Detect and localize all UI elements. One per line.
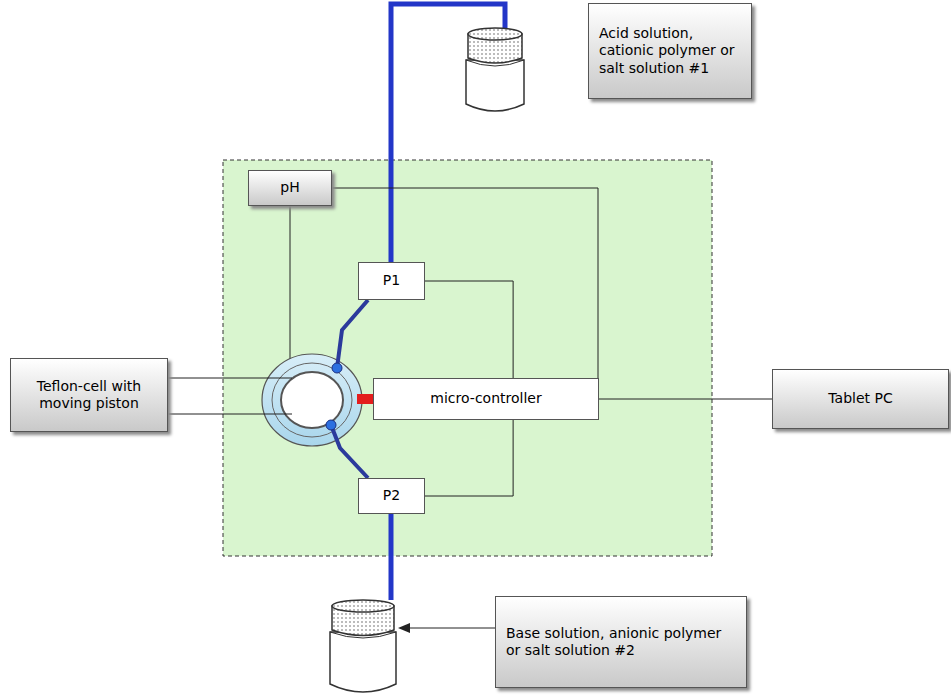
box-text: Base solution, anionic polymer or salt s… bbox=[506, 625, 736, 660]
leader-arrowhead bbox=[398, 623, 410, 633]
label-box: Base solution, anionic polymer or salt s… bbox=[495, 596, 747, 688]
inlet-dot bbox=[332, 363, 342, 373]
label-box: Teflon-cell with moving piston bbox=[10, 358, 168, 432]
box-text: micro-controller bbox=[430, 390, 541, 408]
tube-base bbox=[389, 512, 394, 600]
signal-wire bbox=[425, 420, 513, 496]
device-region bbox=[223, 160, 712, 556]
box-text: Tablet PC bbox=[783, 390, 938, 408]
sensor-box: pH bbox=[248, 170, 332, 206]
computer-box: Tablet PC bbox=[772, 369, 949, 429]
label-box: Acid solution, cationic polymer or salt … bbox=[588, 3, 752, 99]
teflon-cell bbox=[262, 354, 362, 446]
controller-box: micro-controller bbox=[373, 378, 599, 420]
pump-box: P1 bbox=[358, 262, 425, 300]
box-text: P2 bbox=[383, 487, 400, 505]
box-text: Teflon-cell with moving piston bbox=[21, 378, 157, 413]
leader-arrow bbox=[408, 628, 495, 629]
base-bottle bbox=[330, 600, 396, 692]
box-text: pH bbox=[259, 179, 321, 197]
ph-wire bbox=[290, 206, 291, 372]
piston-actuator bbox=[357, 394, 373, 404]
box-text: Acid solution, cationic polymer or salt … bbox=[599, 25, 741, 78]
acid-bottle bbox=[466, 28, 524, 111]
signal-wire bbox=[332, 188, 598, 378]
tube-p1-cell bbox=[337, 300, 368, 368]
box-text: P1 bbox=[383, 272, 400, 290]
signal-wire bbox=[425, 281, 513, 378]
signal-wire bbox=[599, 399, 772, 400]
inlet-dot bbox=[326, 420, 336, 430]
tube-p2-cell bbox=[331, 425, 368, 478]
cell-leader bbox=[168, 414, 292, 415]
pump-box: P2 bbox=[358, 478, 425, 514]
cell-leader bbox=[168, 378, 292, 379]
